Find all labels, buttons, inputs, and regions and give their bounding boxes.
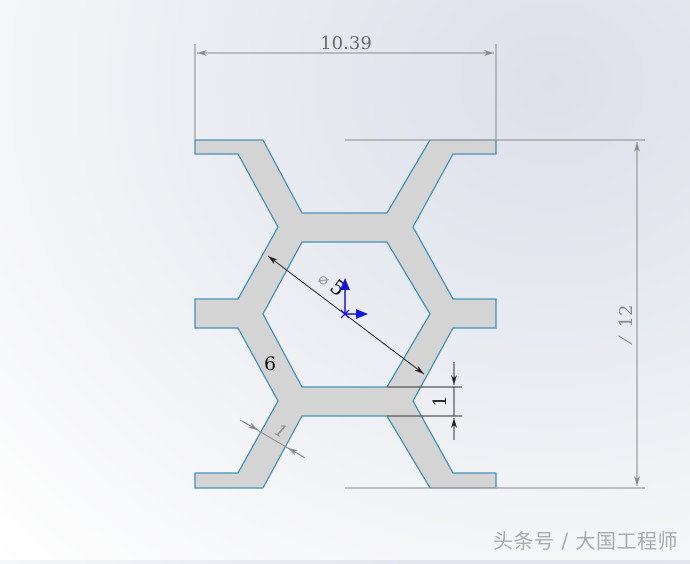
width-dimension[interactable]: 10.39 <box>194 33 497 140</box>
horizontal-wall-thickness-dimension[interactable]: 1 <box>387 362 462 440</box>
height-dimension-prefix: ⁄ <box>616 335 637 346</box>
side-length-dimension[interactable]: 6 <box>264 353 276 375</box>
origin-icon <box>340 278 368 319</box>
width-dimension-value: 10.39 <box>320 33 372 54</box>
watermark: 头条号 / 大国工程师 <box>493 529 678 553</box>
height-dimension[interactable]: ⁄ 12 <box>345 139 645 489</box>
height-dimension-value: 12 <box>616 305 637 328</box>
horizontal-wall-thickness-value: 1 <box>430 395 451 406</box>
